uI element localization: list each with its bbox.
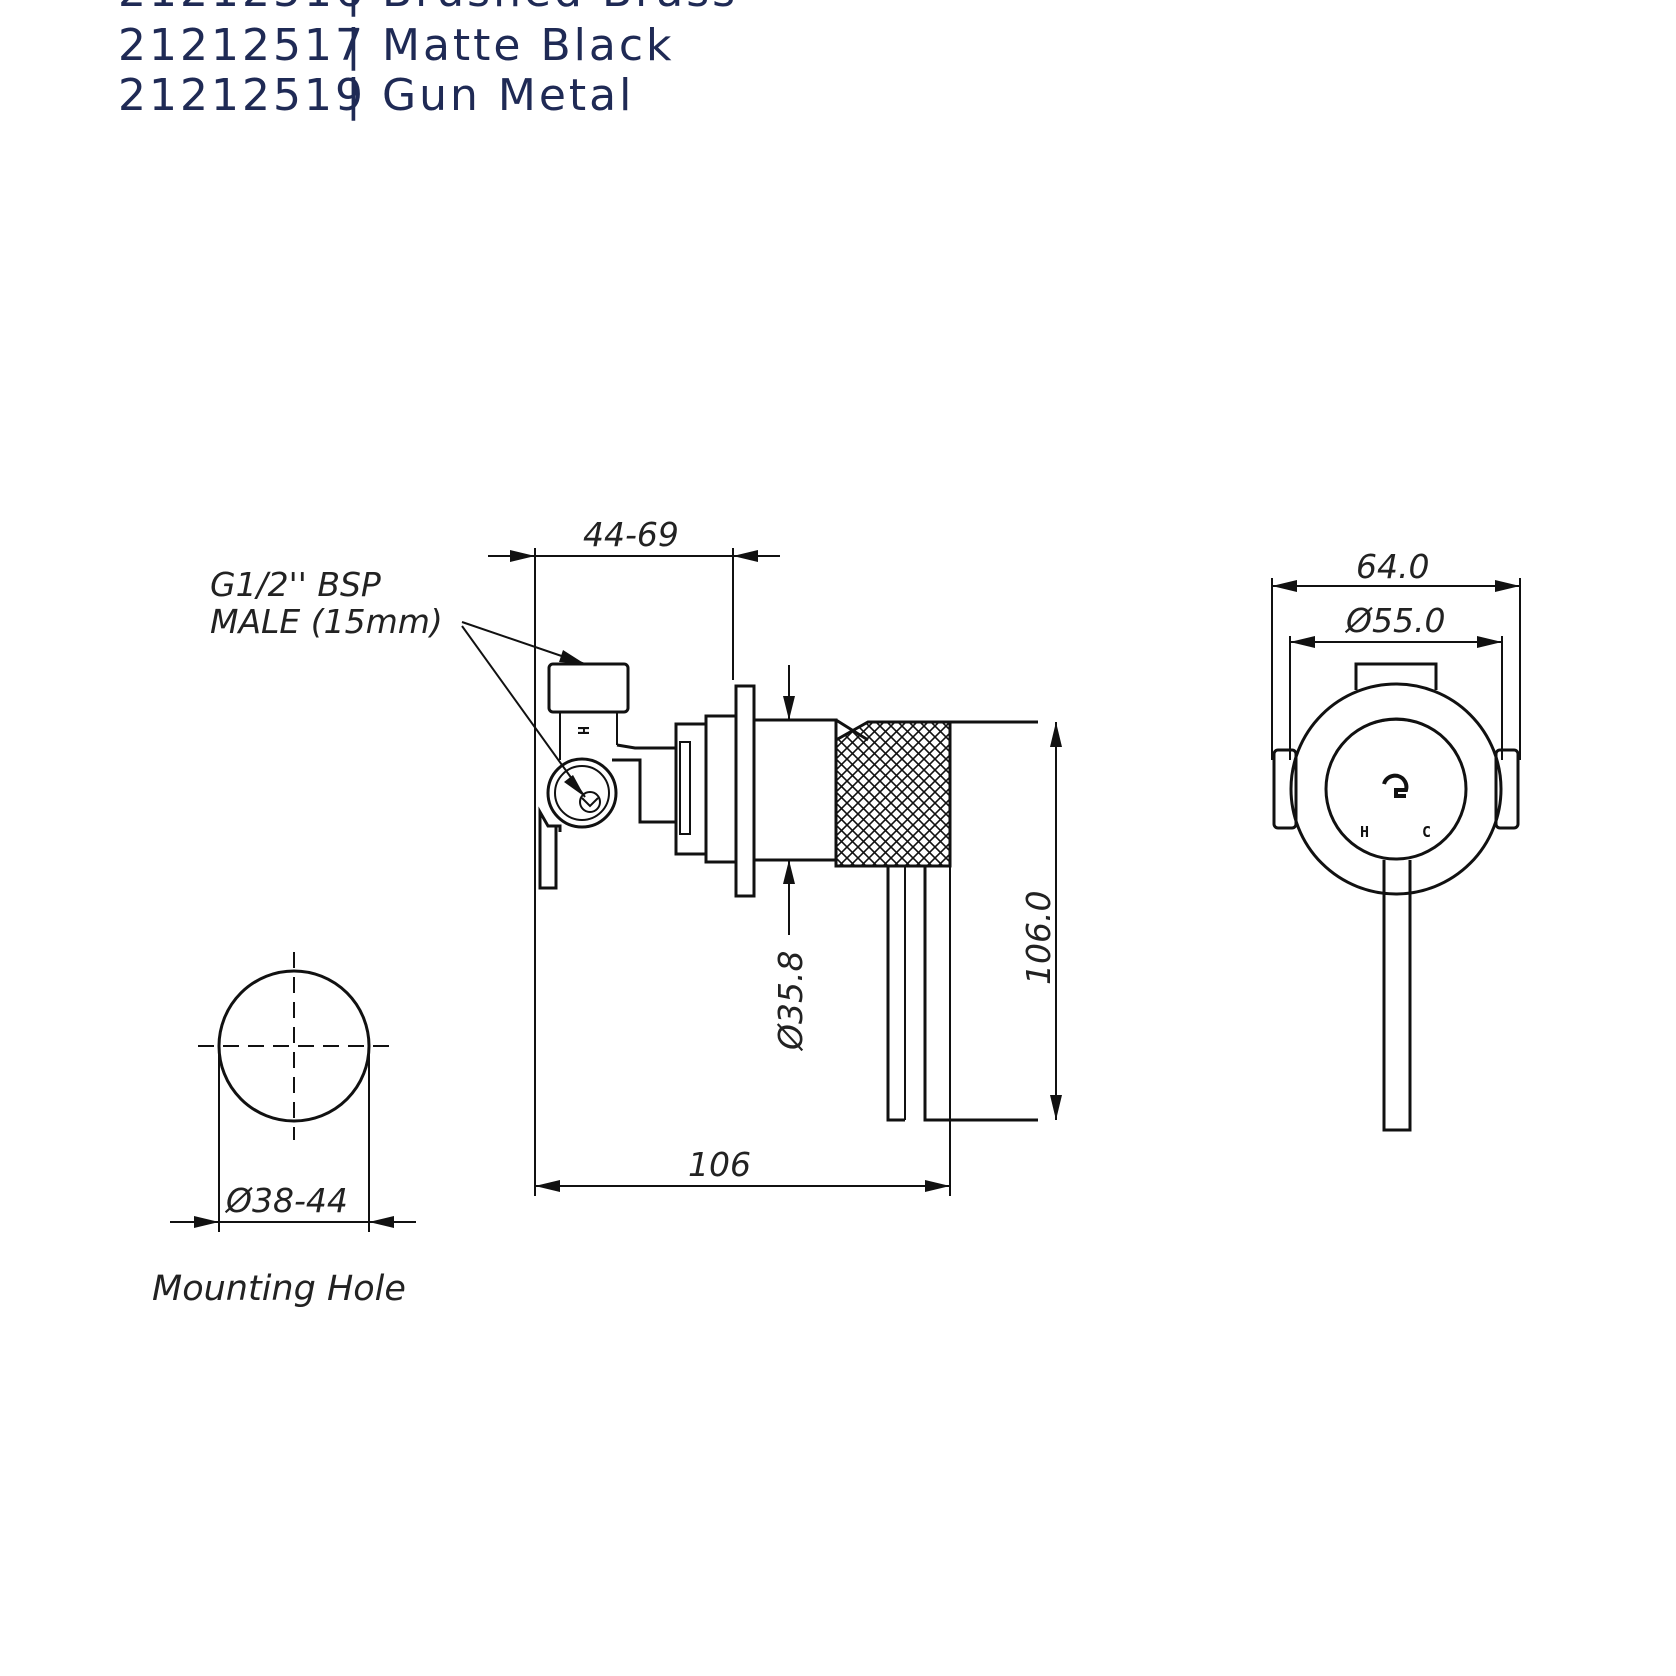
cartridge-body	[674, 684, 838, 898]
product-separator-3: |	[346, 70, 364, 121]
mounting-hole: Ø38-44 Mounting Hole	[152, 952, 416, 1309]
valve-body: H	[538, 662, 678, 890]
product-code-1: 21212516	[118, 0, 366, 17]
dim-hole-label: Ø38-44	[224, 1181, 348, 1220]
product-finish-2: Matte Black	[382, 20, 675, 71]
product-separator-1: |	[346, 0, 364, 17]
product-row-1: 21212516 | Brushed Brass	[118, 0, 738, 17]
lever-side	[886, 866, 1038, 1122]
product-code-3: 21212519	[118, 70, 366, 121]
cold-label-front: C	[1422, 823, 1431, 841]
product-finish-1: Brushed Brass	[382, 0, 738, 17]
knurled-handle-hub	[834, 718, 1038, 868]
lever-front	[1382, 860, 1412, 1132]
dimension-depth: 44-69	[488, 515, 780, 700]
dimension-width: 64.0	[1271, 547, 1521, 760]
dim-depth-label: 44-69	[583, 515, 679, 554]
product-finish-3: Gun Metal	[382, 70, 634, 121]
dimension-cartridge-diameter: Ø35.8	[771, 665, 810, 1052]
hot-label-front: H	[1360, 823, 1369, 841]
brand-logo-icon	[1382, 773, 1409, 798]
dim-height-label: 106.0	[1019, 891, 1058, 985]
thread-label-line-2: MALE (15mm)	[210, 602, 443, 641]
product-code-list: 21212516 | Brushed Brass 21212517 | Matt…	[118, 0, 738, 121]
dim-plate-label: Ø55.0	[1344, 601, 1445, 640]
hot-mark-side: H	[574, 726, 592, 735]
product-row-2: 21212517 | Matte Black	[118, 20, 675, 71]
mounting-hole-caption: Mounting Hole	[152, 1269, 406, 1309]
dim-cartridge-label: Ø35.8	[771, 951, 810, 1052]
front-view: 64.0 Ø55.0 H C	[1271, 547, 1521, 1132]
side-view: 44-69 G1/2'' BSP MALE (15mm) H	[210, 515, 1062, 1196]
product-separator-2: |	[346, 20, 364, 71]
dim-projection-label: 106	[688, 1145, 751, 1184]
dim-width-label: 64.0	[1356, 547, 1429, 586]
product-code-2: 21212517	[118, 20, 366, 71]
thread-callout: G1/2'' BSP MALE (15mm)	[210, 565, 586, 798]
dimension-plate: Ø55.0	[1289, 601, 1503, 760]
dimension-projection: 106	[534, 700, 951, 1196]
thread-label-line-1: G1/2'' BSP	[210, 565, 381, 604]
dimension-height: 106.0	[1019, 722, 1062, 1120]
valve-lugs	[1272, 662, 1520, 830]
cover-plate: H C	[1289, 682, 1503, 896]
product-row-3: 21212519 | Gun Metal	[118, 70, 634, 121]
